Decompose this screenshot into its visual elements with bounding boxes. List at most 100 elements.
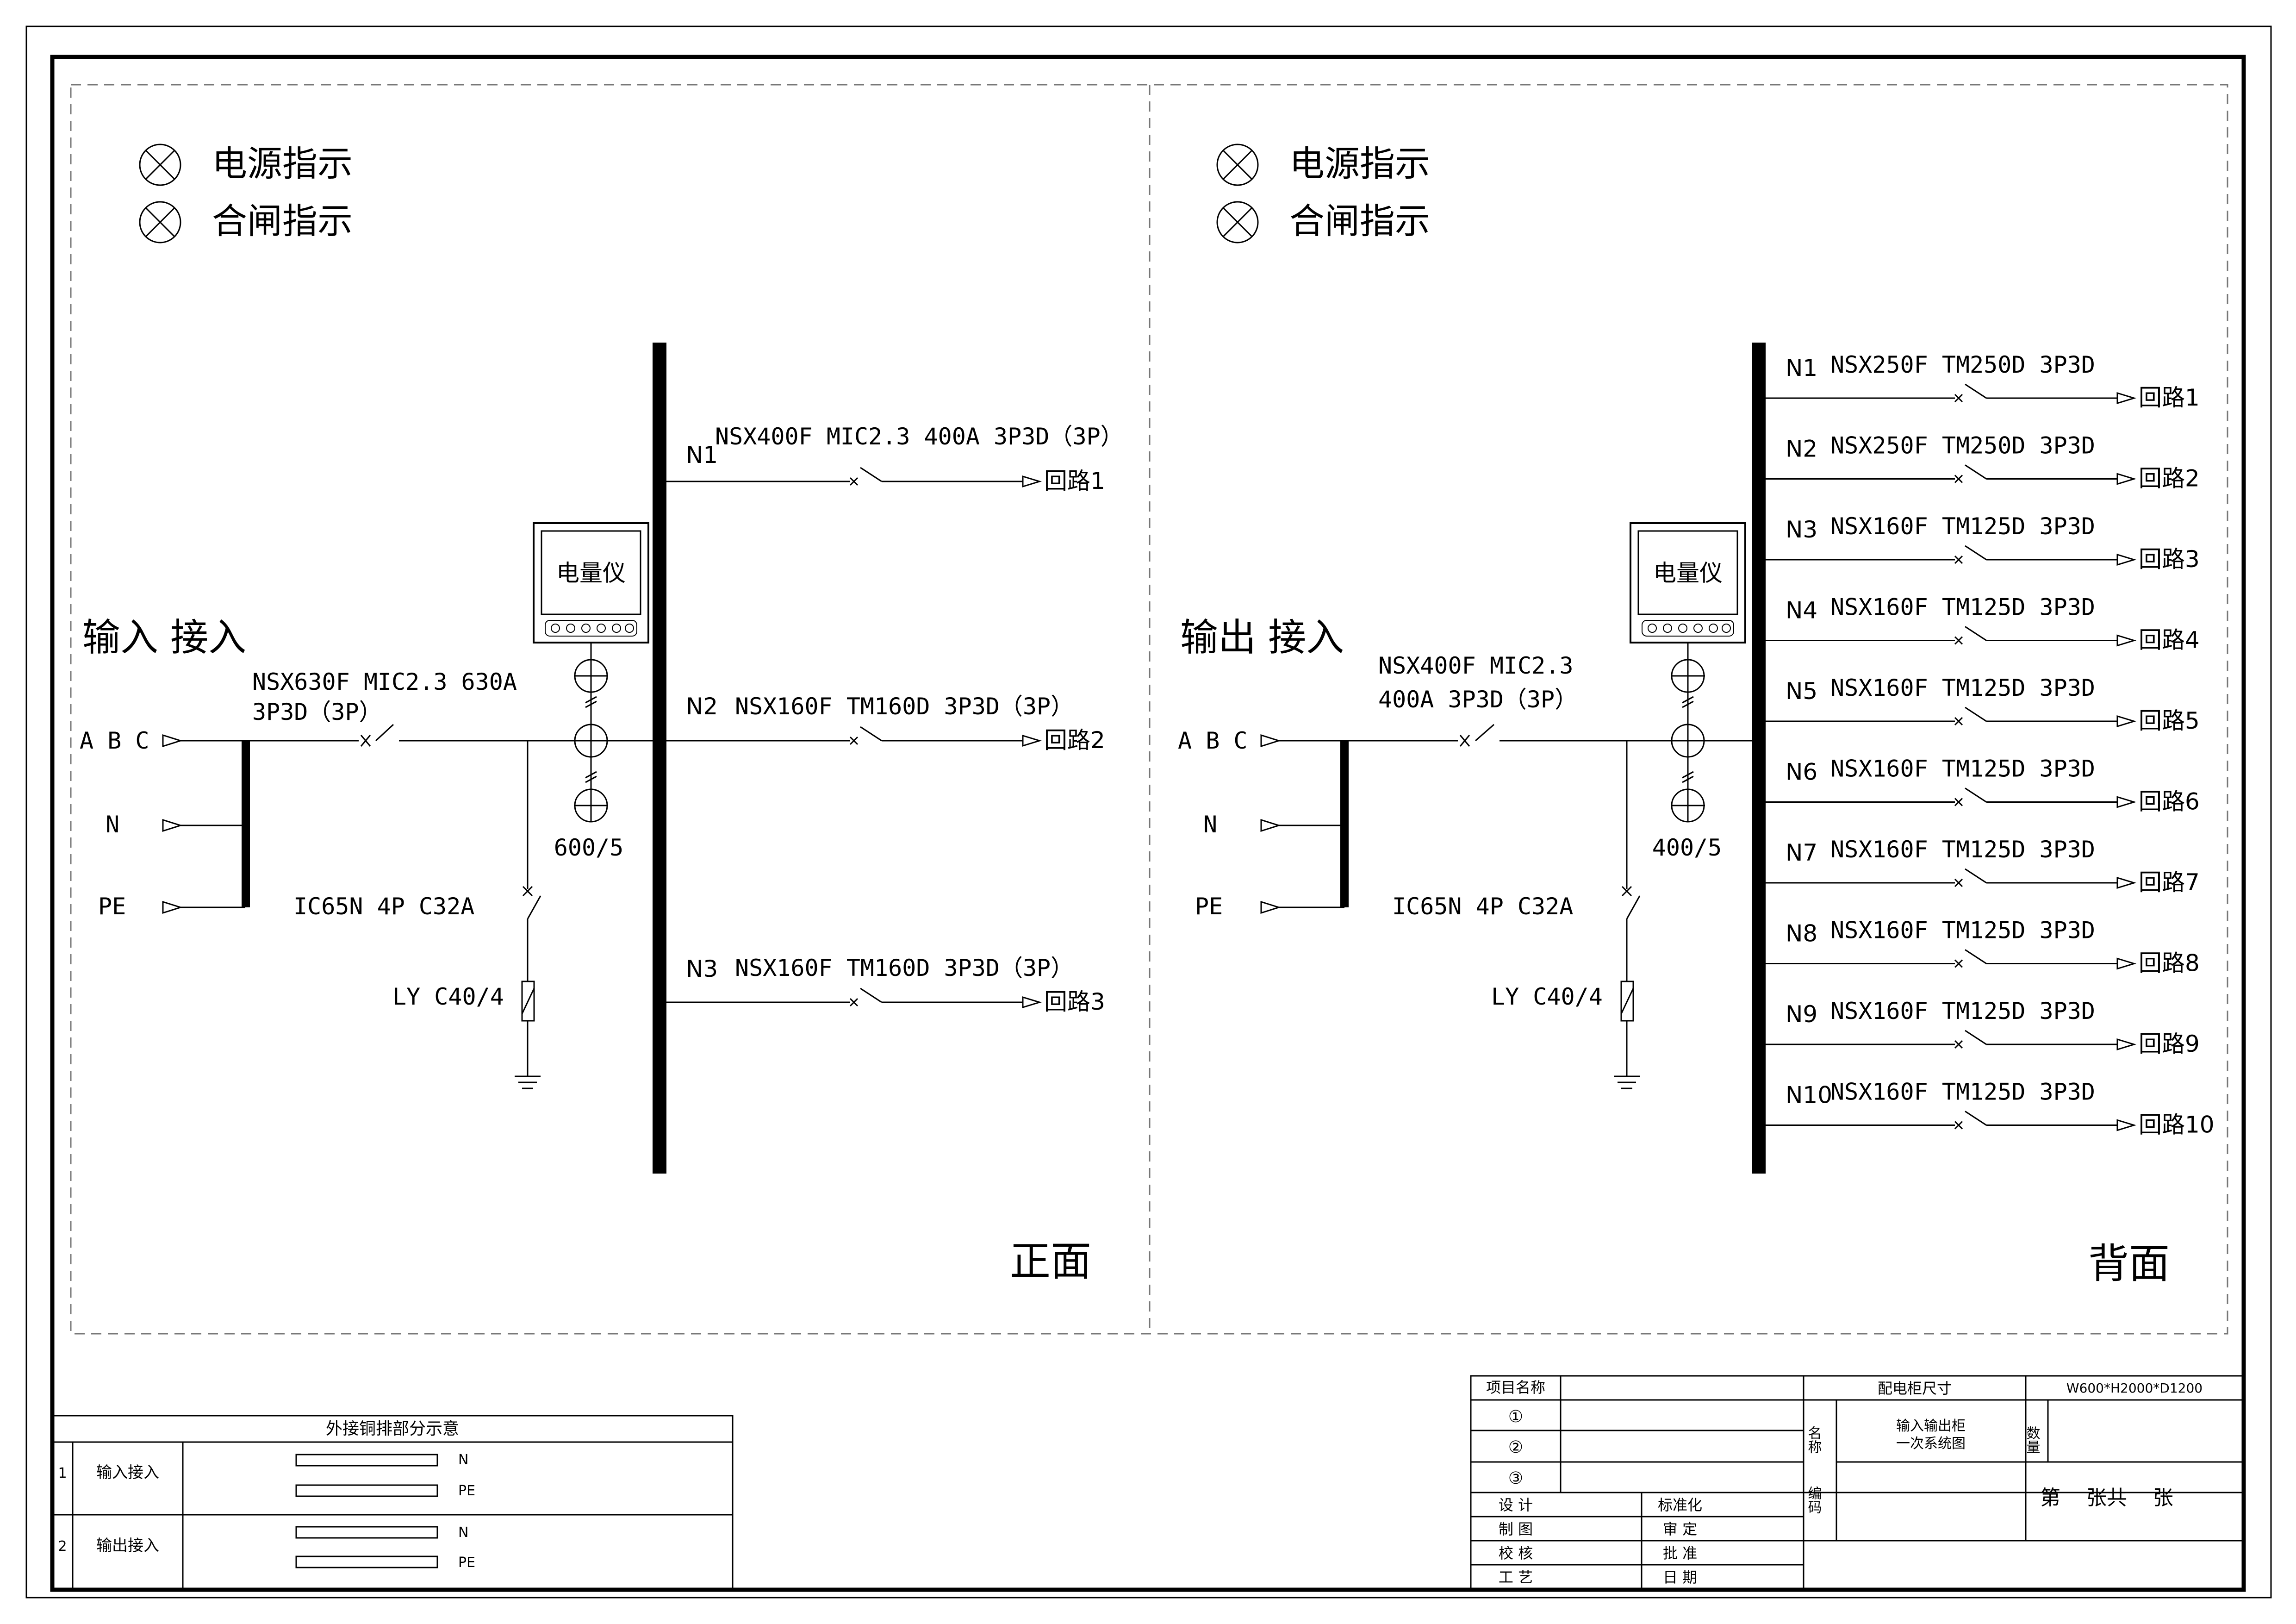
- arrow-icon: [2116, 957, 2137, 970]
- copper-bar-label: PE: [458, 1555, 475, 1571]
- sheet-number: 第 张共 张: [2040, 1486, 2173, 1510]
- incoming-busbar: [1340, 741, 1349, 907]
- arrow-icon: [2116, 876, 2137, 889]
- copper-row-index: 1: [58, 1465, 67, 1481]
- copper-bar-pe: [295, 1484, 438, 1497]
- indicator-label: 合闸指示: [212, 200, 353, 242]
- cabinet-size-label: 配电柜尺寸: [1878, 1380, 1952, 1397]
- arrow-icon: [2116, 1119, 2137, 1131]
- current-transformers-icon: [574, 655, 608, 823]
- arrow-icon: [1022, 475, 1042, 488]
- circuit-line: [666, 467, 1042, 488]
- circuit-breaker-spec: NSX160F TM125D 3P3D: [1830, 1079, 2095, 1106]
- circuit-breaker-spec: NSX160F TM160D 3P3D（3P）: [735, 693, 1074, 720]
- circuit-output-label: 回路10: [2139, 1112, 2215, 1138]
- project-name-label: 项目名称: [1486, 1379, 1545, 1396]
- copper-row: 1 输入接入 N PE: [58, 1452, 475, 1499]
- drawing-name: 一次系统图: [1896, 1436, 1966, 1452]
- circuit-number: N9: [1786, 1001, 1817, 1028]
- circuit-line: [1766, 1030, 2137, 1051]
- side-label-back: 背面: [2088, 1240, 2170, 1287]
- role-label: 审 定: [1663, 1520, 1697, 1538]
- copper-table-title: 外接铜排部分示意: [326, 1419, 459, 1438]
- title-block: 项目名称 配电柜尺寸 W600*H2000*D1200 ① ② ③ 名称 输入输…: [1470, 1375, 2245, 1591]
- circuit-line: [1766, 868, 2137, 889]
- indicator-lamp-icon: [139, 201, 181, 244]
- main-busbar: [653, 343, 666, 1174]
- arrester-spec: LY C40/4: [392, 983, 504, 1010]
- role-label: 标准化: [1658, 1496, 1702, 1514]
- power-meter: 电量仪: [1630, 522, 1746, 655]
- indicator-closing: 合闸指示: [1216, 200, 1430, 244]
- circuit-number: N3: [1786, 516, 1817, 543]
- revision-mark: ③: [1508, 1469, 1523, 1488]
- input-title: 输入 接入: [82, 616, 246, 660]
- copper-row-name: 输入接入: [96, 1463, 159, 1482]
- circuit-output-label: 回路6: [2139, 788, 2200, 815]
- role-label: 工 艺: [1499, 1568, 1533, 1586]
- copper-row-name: 输出接入: [96, 1537, 159, 1555]
- outer-border: [25, 25, 2272, 1599]
- role-label: 校 核: [1499, 1544, 1533, 1562]
- main-breaker-spec: NSX400F MIC2.3: [1378, 652, 1573, 679]
- phase-label-pe: PE: [1195, 893, 1223, 920]
- circuit-line: [1766, 626, 2137, 647]
- circuit-number: N2: [1786, 436, 1817, 462]
- circuit-line: [1766, 383, 2137, 405]
- circuit-breaker-spec: NSX160F TM125D 3P3D: [1830, 998, 2095, 1024]
- circuit-number: N6: [1786, 759, 1817, 786]
- circuit-breaker-spec: NSX160F TM125D 3P3D: [1830, 917, 2095, 944]
- terminal-arrows: [162, 734, 245, 914]
- circuit-line: [666, 987, 1042, 1009]
- circuit-breaker-spec: NSX250F TM250D 3P3D: [1830, 351, 2095, 378]
- quantity-label: 数量: [2024, 1426, 2040, 1454]
- outgoing-circuit: N9 NSX160F TM125D 3P3D 回路9: [1766, 998, 2200, 1057]
- circuit-output-label: 回路9: [2139, 1031, 2200, 1057]
- copper-row: 2 输出接入 N PE: [58, 1524, 475, 1571]
- circuit-line: [1766, 464, 2137, 485]
- circuit-output-label: 回路3: [1044, 988, 1105, 1015]
- circuit-breaker-spec: NSX160F TM125D 3P3D: [1830, 836, 2095, 863]
- side-label-front: 正面: [1010, 1237, 1091, 1285]
- revision-mark: ②: [1508, 1438, 1523, 1457]
- circuit-breaker-spec: NSX160F TM160D 3P3D（3P）: [735, 955, 1074, 981]
- copper-row-index: 2: [58, 1538, 67, 1555]
- main-breaker-spec: NSX630F MIC2.3 630A: [252, 668, 517, 695]
- terminal-arrows: [1260, 734, 1344, 914]
- drawing-name: 输入输出柜: [1896, 1418, 1966, 1434]
- circuit-line: [1766, 545, 2137, 566]
- phase-label-abc: A B C: [80, 727, 149, 754]
- indicator-power: 电源指示: [1216, 143, 1430, 186]
- meter-label: 电量仪: [1653, 560, 1723, 587]
- panel-area: [70, 84, 2228, 1335]
- arrow-icon: [2116, 796, 2137, 808]
- copper-bar-label: N: [458, 1524, 468, 1541]
- ct-ratio: 600/5: [554, 834, 624, 861]
- spd-breaker-spec: IC65N 4P C32A: [293, 893, 474, 920]
- revision-mark: ①: [1508, 1407, 1523, 1426]
- indicator-lamp-icon: [139, 144, 181, 186]
- current-transformers-icon: [1671, 655, 1705, 823]
- back-diagram: 电源指示 合闸指示 输出 接入 A B C N PE: [1178, 143, 1766, 1174]
- circuit-number: N2: [686, 693, 718, 720]
- indicator-lamp-icon: [1216, 144, 1259, 186]
- main-line: [180, 724, 653, 747]
- incoming-busbar: [242, 741, 250, 907]
- main-breaker-spec: 400A 3P3D（3P）: [1378, 686, 1578, 713]
- phase-label-pe: PE: [98, 893, 126, 920]
- indicator-lamp-icon: [1216, 201, 1259, 244]
- copper-bar-label: N: [458, 1452, 468, 1468]
- circuit-number: N8: [1786, 920, 1817, 947]
- ct-ratio: 400/5: [1652, 834, 1722, 861]
- code-label: 编码: [1805, 1486, 1822, 1514]
- circuit-number: N1: [1786, 355, 1817, 381]
- copper-bar-label: PE: [458, 1483, 475, 1499]
- circuit-output-label: 回路1: [2139, 384, 2200, 411]
- circuit-output-label: 回路2: [1044, 727, 1105, 754]
